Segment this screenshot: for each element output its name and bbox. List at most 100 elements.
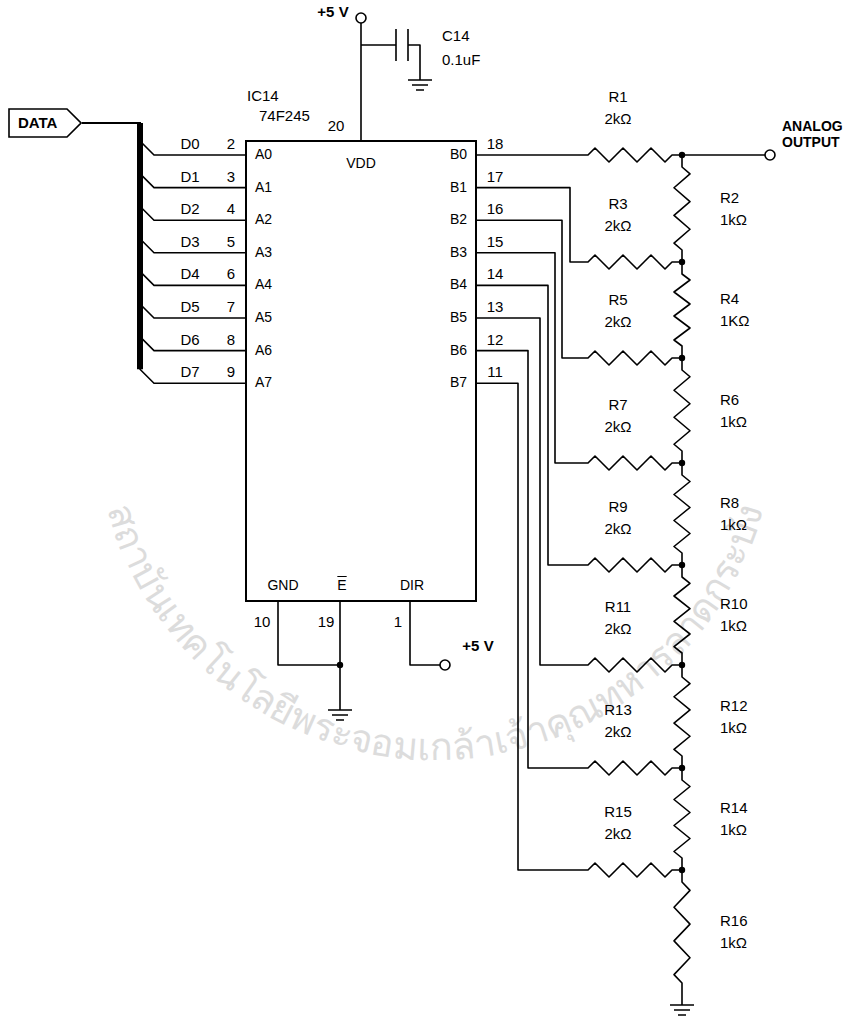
resistor-symbol [674,155,690,262]
pin-number: 6 [227,266,235,283]
terminal-circle [356,13,366,23]
data-line [82,123,245,351]
output-wire [477,220,578,358]
resistor-name: R4 [720,290,739,307]
resistor-symbol [674,463,690,565]
pin-name: A3 [255,245,272,260]
resistor-symbol [578,761,682,775]
resistor-name: R3 [608,195,627,212]
pin-name: A0 [255,147,272,162]
resistor-name: R5 [608,291,627,308]
data-line [82,123,245,188]
pin-number: 11 [487,364,503,381]
resistor-value: 2kΩ [604,313,631,330]
pin-number: 15 [487,233,504,250]
pin-name: B6 [450,343,467,358]
resistor-value: 2kΩ [604,217,631,234]
resistor-name: R8 [720,494,739,511]
pin-number: 1 [394,613,402,630]
pin-name: B7 [450,375,467,390]
signal-name: D1 [180,168,199,185]
ground-symbol [670,995,694,1015]
resistor-name: R11 [605,598,631,615]
data-line [82,123,245,220]
resistor-name: R16 [720,912,748,929]
resistor-symbol [674,665,690,768]
supply-wire [360,23,362,140]
resistor-symbol [578,658,682,672]
pin-name: B3 [450,245,467,260]
pin-name: GND [267,578,298,593]
resistor-value: 1KΩ [720,312,750,329]
pin-name: B1 [450,180,467,195]
ground-wire [278,602,340,665]
supply-label: +5 V [462,637,493,654]
pin-name: A5 [255,310,272,325]
resistor-symbol [674,565,690,665]
pin-name: E [337,578,346,593]
terminal-circle [765,150,775,160]
output-wire [477,188,578,262]
output-wire [477,383,578,870]
resistor-name: R10 [720,595,748,612]
signal-name: D3 [180,233,199,250]
resistor-name: R1 [608,88,627,105]
pin-name: B4 [450,278,467,293]
resistor-value: 1kΩ [720,516,747,533]
enable-wire [339,602,341,700]
resistor-name: R7 [608,396,627,413]
resistor-value: 2kΩ [604,520,631,537]
part-label: 74F245 [259,108,310,125]
output-wire [477,154,578,156]
resistor-symbol [578,255,682,269]
pin-name: VDD [346,156,376,171]
terminal-circle [440,660,450,670]
resistor-symbol [578,863,682,877]
resistor-name: R14 [720,799,748,816]
pin-name: A1 [255,180,272,195]
resistor-symbol [674,870,690,995]
resistor-value: 2kΩ [604,825,631,842]
pin-number: 16 [487,201,504,218]
resistor-name: R6 [720,391,739,408]
bus-tag: DATA [8,108,82,138]
signal-name: D5 [180,298,199,315]
pin-number: 8 [227,331,235,348]
resistor-symbol [578,558,682,572]
pin-number: 3 [227,168,235,185]
pin-number: 9 [227,364,235,381]
signal-name: D2 [180,201,199,218]
signal-name: D7 [180,364,199,381]
pin-number: 5 [227,233,235,250]
pin-name: A6 [255,343,272,358]
pin-number: 14 [487,266,504,283]
resistor-value: 1kΩ [720,934,747,951]
part-label: IC14 [247,88,279,105]
resistor-name: R12 [720,697,748,714]
pin-name: B0 [450,147,467,162]
signal-name: D6 [180,331,199,348]
pin-number: 2 [227,135,235,152]
capacitor-label: C14 [442,27,470,44]
output-label: ANALOG OUTPUT [782,118,862,150]
capacitor-symbol [361,29,420,70]
resistor-symbol [578,351,682,365]
pin-name: B2 [450,212,467,227]
resistor-value: 1kΩ [720,719,747,736]
output-wire [682,154,765,156]
ground-symbol [328,700,352,720]
pin-name: A2 [255,212,272,227]
resistor-value: 1kΩ [720,617,747,634]
pin-number: 12 [487,331,504,348]
resistor-value: 1kΩ [720,413,747,430]
data-line [82,123,245,155]
resistor-name: R13 [604,701,632,718]
tag-shape [9,109,81,137]
resistor-value: 1kΩ [720,211,747,228]
pin-name: DIR [400,578,424,593]
resistor-value: 1kΩ [720,821,747,838]
resistor-value: 2kΩ [604,110,631,127]
bus-name: DATA [18,115,57,132]
signal-name: D0 [180,135,199,152]
pin-name: B5 [450,310,467,325]
